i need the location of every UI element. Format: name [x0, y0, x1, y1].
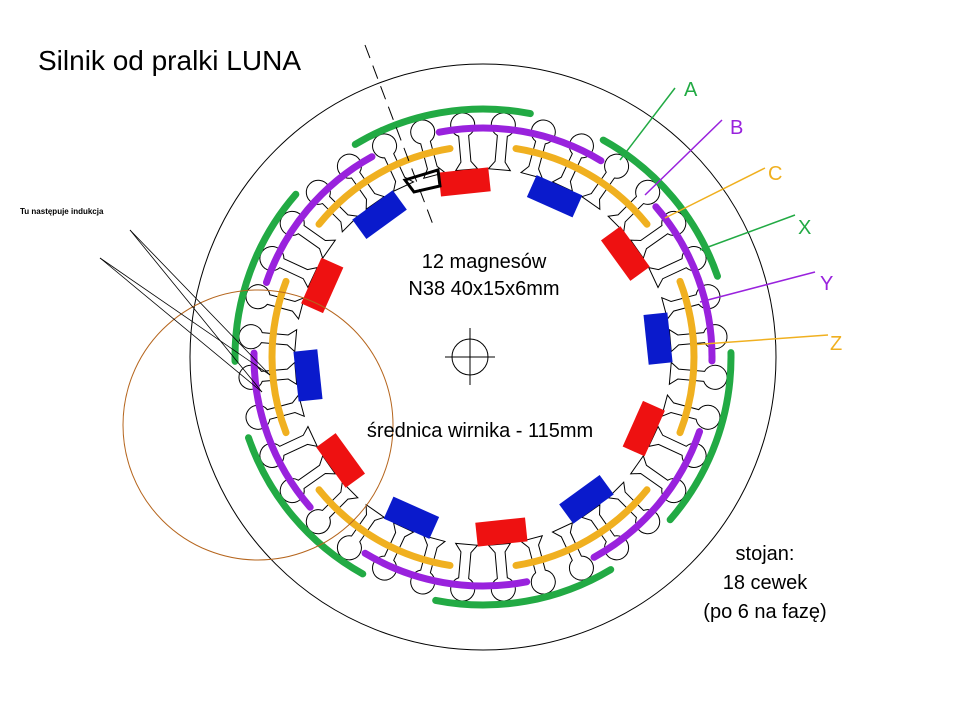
crosshair-icon [445, 328, 495, 385]
phase-lead-y [699, 271, 816, 303]
rotor-magnets [293, 167, 673, 547]
coil-arc-phase-c [512, 486, 651, 569]
coil-arc-phase-a [245, 434, 367, 578]
stator-tooth [668, 324, 728, 353]
stator-line1: stojan: [736, 543, 795, 565]
phase-lead-x [699, 214, 796, 251]
magnet-south [559, 474, 614, 524]
phase-label-z: Z [830, 333, 842, 355]
magnet-north [438, 167, 491, 197]
stator-tooth [238, 361, 298, 390]
magnet-north [316, 433, 366, 488]
coil-arc-phase-b [652, 203, 716, 365]
magnet-north [622, 400, 665, 457]
coil-arc-phase-a [351, 105, 534, 148]
stator-line2: 18 cewek [723, 572, 808, 594]
stator-line3: (po 6 na fazę) [703, 601, 826, 623]
stator-tooth [238, 324, 298, 353]
stator-tooth [450, 542, 479, 602]
coil-arc-phase-c [512, 145, 651, 228]
phase-label-x: X [798, 217, 811, 239]
stator-tooth [487, 542, 516, 602]
coil-arc-phase-a [599, 136, 721, 280]
induction-note: Tu następuje indukcja [20, 207, 104, 216]
phase-label-y: Y [820, 273, 833, 295]
phase-lead-b [644, 119, 723, 196]
stator-outer-circle [189, 63, 777, 651]
magnet-south [383, 496, 440, 539]
rotor-diameter: średnica wirnika - 115mm [367, 420, 593, 442]
coil-arc-phase-c [315, 145, 454, 228]
induction-pointer-lines [99, 229, 271, 393]
coil-arc-phase-a [666, 349, 735, 524]
magnet-south [643, 312, 673, 365]
coil-arc-phase-c [268, 277, 290, 437]
coil-arc-phase-b [262, 153, 376, 286]
coil-arcs [231, 105, 735, 609]
coil-arc-phase-b [590, 428, 704, 561]
stator-tooth [668, 361, 728, 390]
phase-lead-a [619, 87, 676, 161]
title: Silnik od pralki LUNA [38, 45, 301, 76]
coil-arc-phase-b [250, 349, 314, 511]
phase-lead-c [664, 167, 766, 219]
magnet-north [475, 517, 528, 547]
coil-arc-phase-c [676, 277, 698, 437]
magnet-south [526, 175, 583, 218]
magnets-line2: N38 40x15x6mm [408, 278, 559, 300]
stator-tooth [487, 112, 516, 172]
phase-lead-z [689, 334, 829, 346]
phase-leads: A B C X Y Z [619, 79, 842, 355]
magnet-south [352, 190, 407, 240]
stator-tooth [450, 112, 479, 172]
coil-arc-phase-b [435, 124, 605, 165]
coil-arc-phase-a [432, 566, 615, 609]
phase-label-c: C [768, 163, 782, 185]
magnets-line1: 12 magnesów [422, 251, 547, 273]
magnet-slot-outline [402, 168, 442, 194]
coil-arc-phase-b [361, 549, 531, 590]
magnet-north [301, 257, 344, 314]
coil-arc-phase-c [315, 486, 454, 569]
magnet-north [600, 226, 650, 281]
magnet-south [293, 349, 323, 402]
phase-label-a: A [684, 79, 698, 101]
phase-label-b: B [730, 117, 743, 139]
reference-dashed-line [364, 44, 436, 231]
induction-zone-circle [122, 289, 394, 561]
